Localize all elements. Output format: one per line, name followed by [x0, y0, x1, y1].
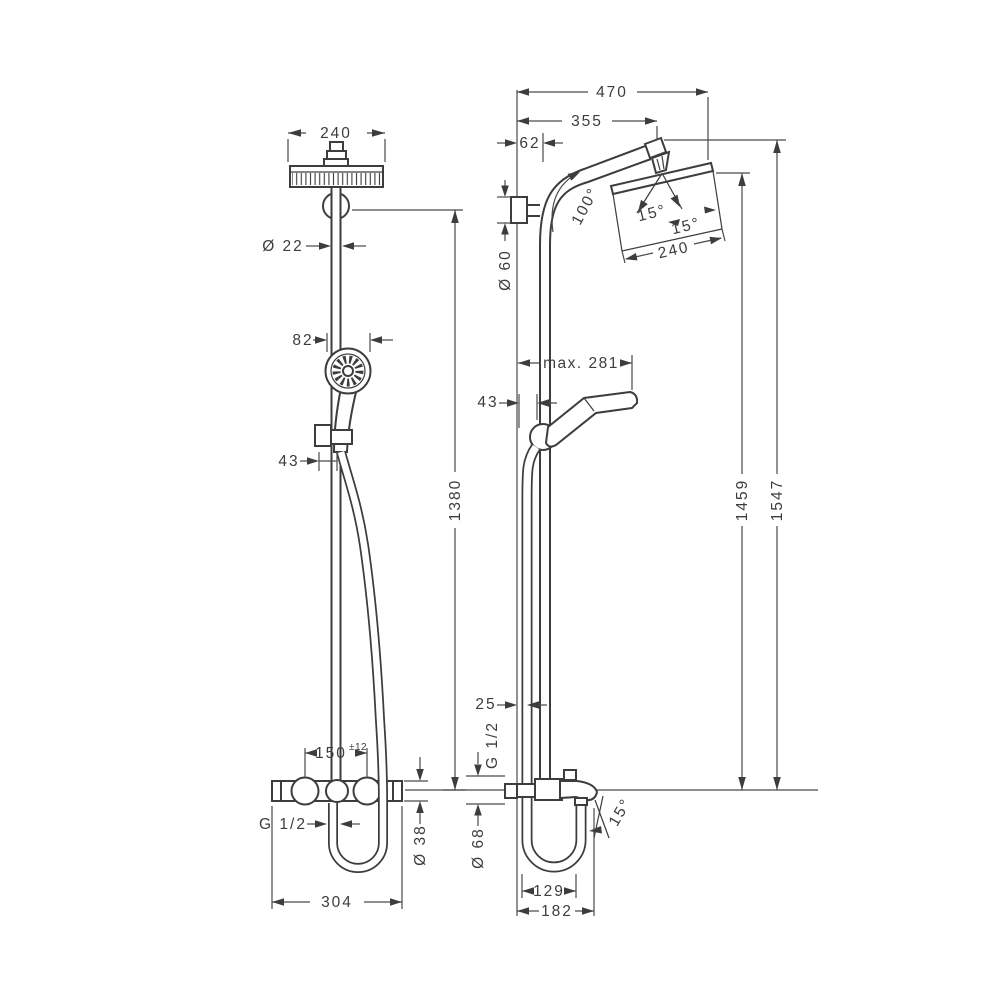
dim-side-wall-to-column: 62: [519, 135, 540, 152]
dim-front-valve-width: 304: [321, 894, 353, 911]
dim-side-head-height: 1459: [734, 479, 751, 521]
thermostat-valve-side: [504, 769, 599, 806]
dim-front-head-width: 240: [320, 125, 352, 142]
dim-side-wall-escutcheon: Ø 60: [497, 249, 514, 291]
dim-side-wall-clearance: 25: [475, 696, 496, 713]
dim-front-handshower-diameter: 82: [292, 332, 313, 349]
dim-front-holder-depth: 43: [278, 453, 299, 470]
dim-side-arm-angle: 100°: [569, 185, 603, 228]
dim-front-column-height: 1380: [447, 479, 464, 521]
valve-handle-left: [290, 776, 320, 806]
dim-front-connection-tolerance: ±12: [349, 742, 367, 753]
handshower-side: [544, 390, 639, 448]
dim-side-holder-offset: 43: [477, 394, 498, 411]
dim-side-spray-angle-right: 15°: [670, 215, 703, 239]
dim-side-spout-reach: 182: [541, 903, 573, 920]
thermostat-valve-front: [271, 776, 403, 806]
dim-front-connection-spacing: 150: [315, 745, 347, 762]
front-view-drawing: 240 Ø 22 82 43 1380 150: [259, 125, 466, 911]
riser-pipe-front: [330, 186, 342, 784]
dim-front-hose-thread: G 1/2: [259, 816, 307, 833]
dim-side-head-projection: 355: [571, 113, 603, 130]
dim-side-hose-loop-width: 129: [533, 883, 565, 900]
dim-side-handshower-reach: max. 281: [543, 355, 619, 372]
dim-side-total-depth: 470: [596, 84, 628, 101]
shower-hose-side: [521, 443, 587, 873]
dim-side-total-height: 1547: [769, 479, 786, 521]
dim-side-valve-escutcheon: Ø 68: [470, 827, 487, 869]
dim-side-spray-angle-left: 15°: [636, 202, 669, 226]
shower-hose-front: [328, 450, 388, 873]
valve-handle-right: [352, 776, 382, 806]
dim-side-connection-thread: G 1/2: [484, 721, 501, 769]
wall-bracket-side: [510, 196, 528, 224]
dim-side-spout-angle: 15°: [606, 795, 635, 829]
handshower-front: [324, 347, 372, 395]
dim-front-pipe-diameter: Ø 22: [262, 238, 304, 255]
dim-side-head-length: 240: [656, 239, 691, 262]
dim-front-valve-diameter: Ø 38: [412, 824, 429, 866]
side-view-drawing: 15° 15° 240 100° Ø 60 470: [443, 84, 818, 920]
